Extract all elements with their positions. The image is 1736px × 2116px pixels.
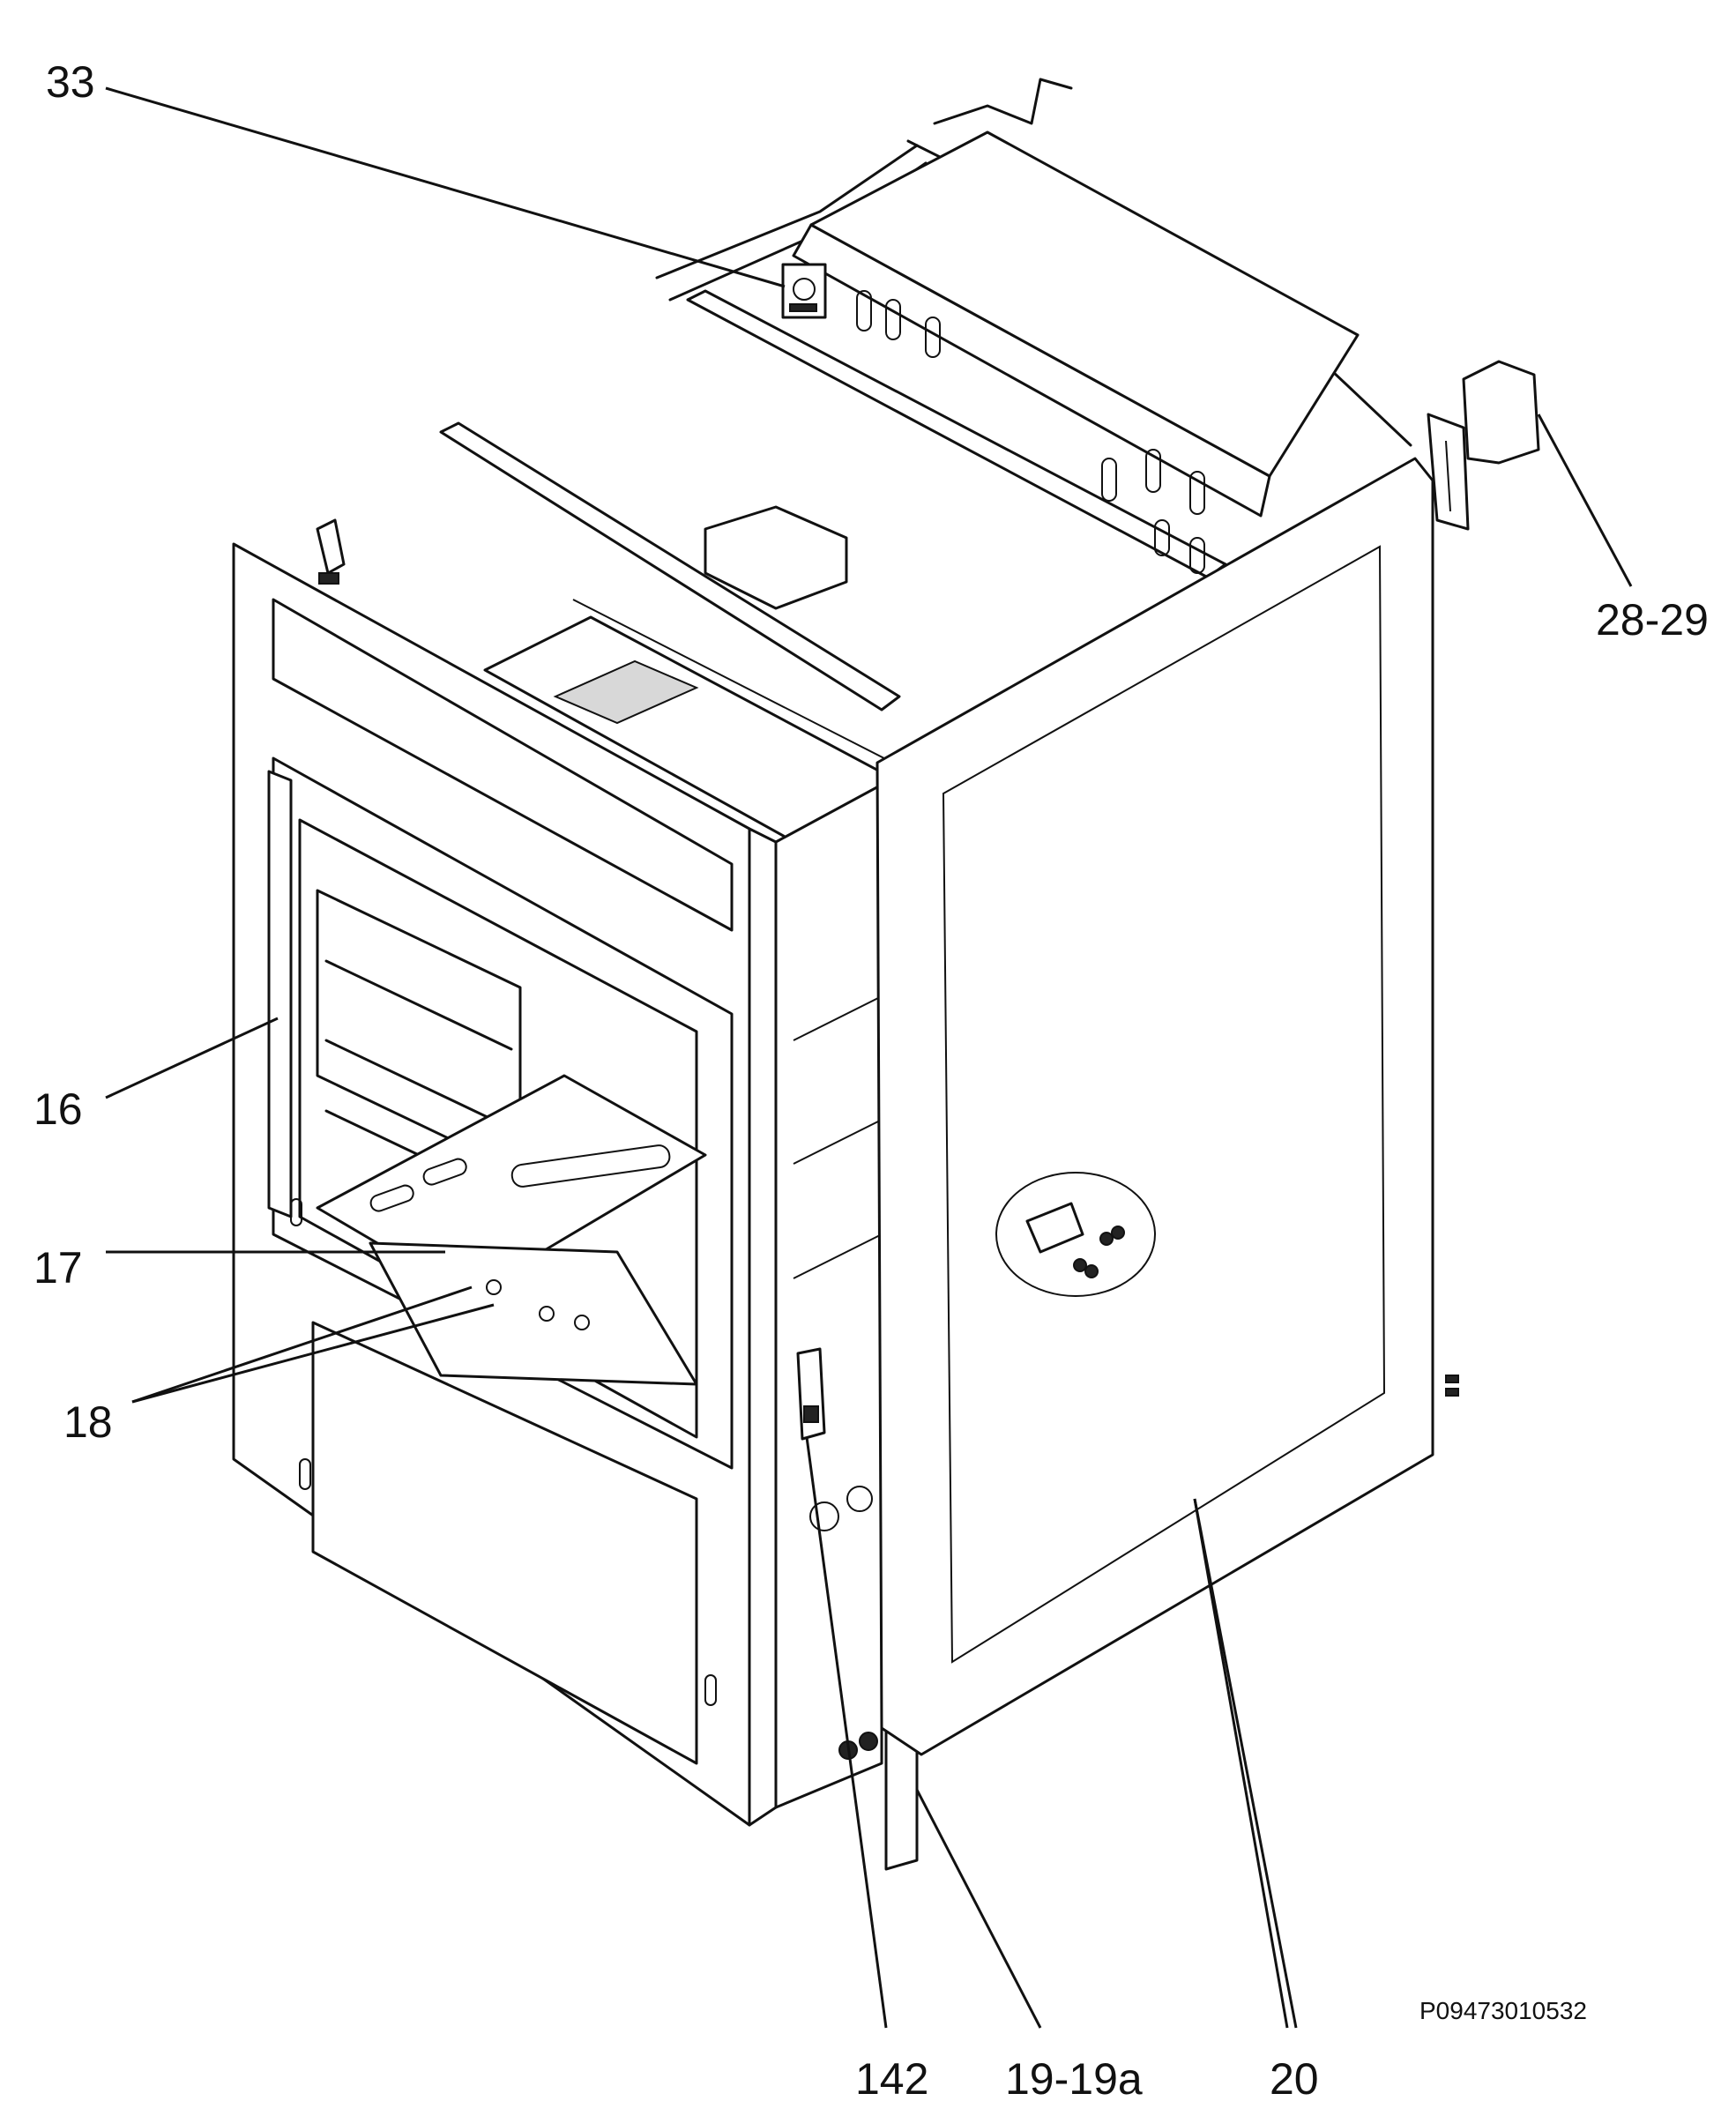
part-33-bracket xyxy=(781,263,827,319)
top-frame xyxy=(316,78,1540,892)
part-20-side-panel xyxy=(875,457,1459,1756)
leader-18a xyxy=(131,1285,473,1404)
leader-142 xyxy=(805,1436,888,2029)
callout-16: 16 xyxy=(34,1084,83,1134)
callout-18: 18 xyxy=(63,1397,113,1447)
part-142-hinge xyxy=(796,1347,826,1441)
callout-28-29: 28-29 xyxy=(1596,595,1709,644)
leader-16 xyxy=(105,1017,279,1099)
leader-lines xyxy=(105,86,1633,2029)
leader-33 xyxy=(105,86,786,288)
callout-142: 142 xyxy=(855,2054,928,2104)
leader-20a xyxy=(1193,1498,1289,2029)
callout-19-19a: 19-19a xyxy=(1005,2054,1143,2104)
leader-20b xyxy=(1193,1498,1298,2029)
callout-labels: 33 28-29 16 17 18 142 19-19a 20 P0947301… xyxy=(34,57,1709,2104)
back-panel-slots xyxy=(856,290,1205,574)
cabinet-side-structure xyxy=(774,783,883,1809)
leader-19-19a xyxy=(915,1789,1042,2029)
cabinet-front-frame xyxy=(232,542,778,1827)
callout-33: 33 xyxy=(46,57,95,107)
leader-28-29 xyxy=(1537,414,1633,587)
part-28-29-bracket xyxy=(1427,360,1540,531)
callout-17: 17 xyxy=(34,1243,83,1293)
drawing-code: P09473010532 xyxy=(1419,1997,1587,2024)
leader-18b xyxy=(131,1303,495,1404)
callout-20: 20 xyxy=(1270,2054,1319,2104)
